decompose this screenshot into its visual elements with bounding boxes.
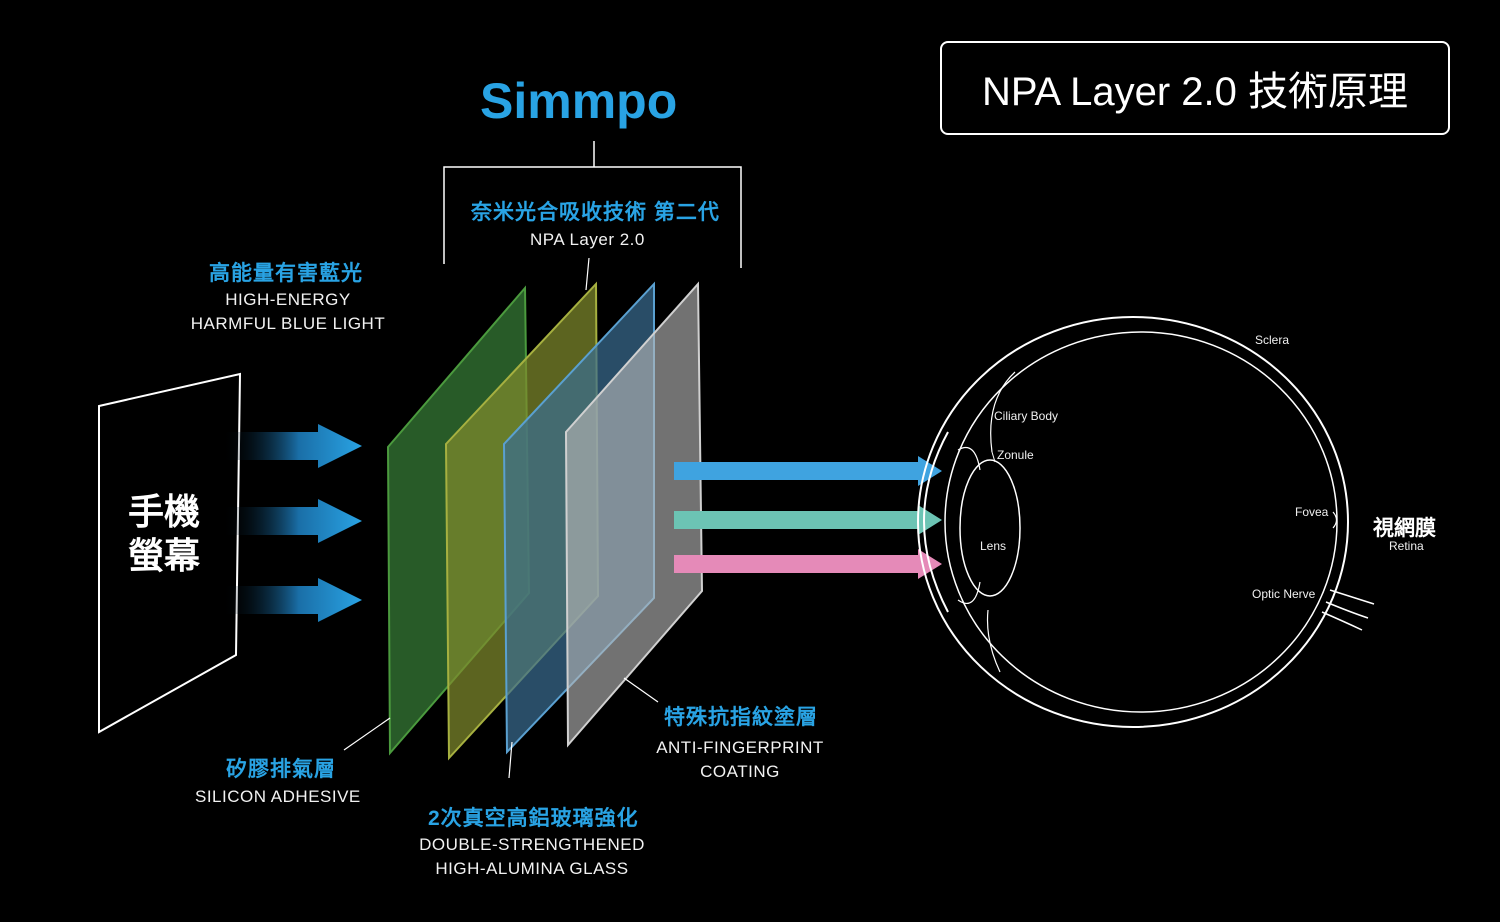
glass-pointer <box>508 741 513 779</box>
brand-logo: Simmpo <box>480 73 678 129</box>
eye-cornea <box>923 431 949 613</box>
glass-label-cn: 2次真空高鋁玻璃強化 <box>428 807 639 830</box>
adhesive-label-cn: 矽膠排氣層 <box>226 758 336 781</box>
coating-label-en-line1: ANTI-FINGERPRINT <box>656 738 824 757</box>
npa-pointer <box>585 257 590 291</box>
eye-ciliary-upper <box>990 371 1016 453</box>
eye-zonule-upper <box>991 451 996 463</box>
ray-pink-arrow <box>674 549 942 579</box>
page-title: NPA Layer 2.0 技術原理 <box>940 41 1450 135</box>
npa-label-cn: 奈米光合吸收技術 第二代 <box>471 201 720 224</box>
coating-label-cn: 特殊抗指紋塗層 <box>664 706 818 729</box>
optic-nerve-mid <box>1325 601 1369 619</box>
blue-light-arrow-bottom <box>222 578 362 622</box>
phone-screen-label-line2: 螢幕 <box>128 535 201 576</box>
eye-label-fovea: Fovea <box>1295 505 1329 519</box>
blue-light-label-cn: 高能量有害藍光 <box>209 262 363 285</box>
npa-label-en: NPA Layer 2.0 <box>530 230 645 249</box>
eye-ciliary-lower <box>986 609 1001 673</box>
retina-label-cn: 視網膜 <box>1373 517 1436 540</box>
glass-label-en: DOUBLE-STRENGTHENED HIGH-ALUMINA GLASS <box>412 833 652 881</box>
blue-light-arrow-top <box>222 424 362 468</box>
glass-label-en-line2: HIGH-ALUMINA GLASS <box>435 859 629 878</box>
eye-sclera <box>917 316 1349 728</box>
eye-lens <box>959 459 1021 597</box>
eye-label-ciliary-body: Ciliary Body <box>994 409 1059 423</box>
adhesive-pointer <box>343 717 391 751</box>
blue-light-label-en: HIGH-ENERGY HARMFUL BLUE LIGHT <box>184 288 392 336</box>
eye-iris-upper <box>957 446 981 471</box>
eye-iris-lower <box>957 581 981 604</box>
coating-pointer <box>623 677 659 703</box>
eye-label-optic-nerve: Optic Nerve <box>1252 587 1316 601</box>
eye-fovea-notch <box>1332 511 1338 529</box>
eye-illustration <box>917 316 1375 728</box>
eye-label-sclera: Sclera <box>1255 333 1290 347</box>
phone-screen-outline <box>98 372 242 734</box>
ray-blue-arrow <box>674 456 942 486</box>
eye-label-zonule: Zonule <box>997 448 1034 462</box>
adhesive-label-en: SILICON ADHESIVE <box>195 787 361 806</box>
blue-light-label-en-line2: HARMFUL BLUE LIGHT <box>190 314 386 333</box>
eye-choroid <box>944 331 1338 713</box>
optic-nerve-top <box>1329 589 1375 605</box>
eye-label-lens: Lens <box>980 539 1007 553</box>
coating-label-en-line2: COATING <box>700 762 780 781</box>
blue-light-label-en-line1: HIGH-ENERGY <box>225 290 351 309</box>
npa-bracket <box>443 166 742 268</box>
phone-screen-label-line1: 手機 <box>128 491 201 532</box>
glass-label-en-line1: DOUBLE-STRENGTHENED <box>419 835 645 854</box>
retina-label-en: Retina <box>1389 539 1424 553</box>
layer-anti-fingerprint <box>564 281 704 748</box>
phone-screen-label: 手機 螢幕 <box>128 490 210 578</box>
coating-label-en: ANTI-FINGERPRINT COATING <box>651 736 829 784</box>
blue-light-arrow-middle <box>222 499 362 543</box>
optic-nerve-bottom <box>1321 611 1363 631</box>
ray-teal-arrow <box>674 505 942 535</box>
